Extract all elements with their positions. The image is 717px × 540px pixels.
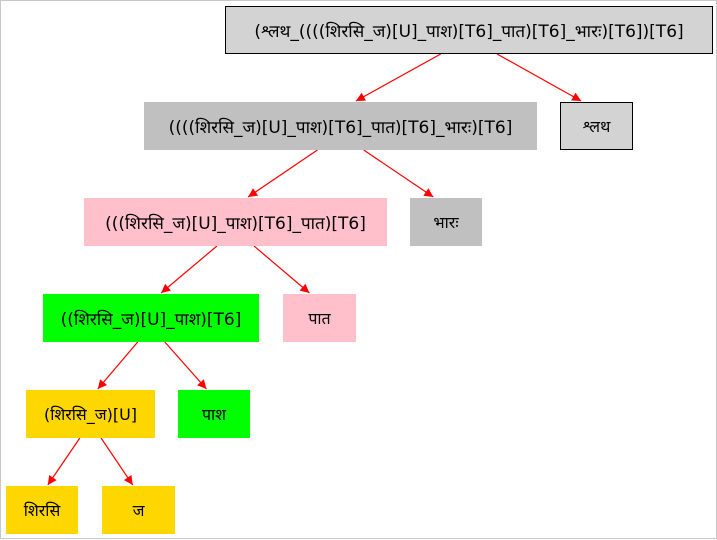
- node-ja: ज: [102, 486, 175, 534]
- node-shlatha: श्लथ: [560, 102, 633, 150]
- edge-l1-to-bhara: [363, 149, 434, 198]
- edge-l4-to-ja: [100, 437, 134, 486]
- node-level1-compound: ((((शिरसि_ज)[U]_पाश)[T6]_पात)[T6]_भारः)[…: [144, 102, 537, 150]
- node-level3-compound: ((शिरसि_ज)[U]_पाश)[T6]: [43, 294, 259, 342]
- edge-l1-to-l2: [247, 149, 318, 198]
- edge-l3-to-l4: [97, 341, 139, 390]
- node-root-compound: (श्लथ_((((शिरसि_ज)[U]_पाश)[T6]_पात)[T6]_…: [225, 6, 713, 54]
- edge-l3-to-pasha: [164, 341, 207, 390]
- node-pata: पात: [283, 294, 356, 342]
- edge-root-to-shla: [496, 53, 582, 102]
- edge-root-to-l1: [355, 53, 442, 102]
- node-level2-compound: (((शिरसि_ज)[U]_पाश)[T6]_पात)[T6]: [84, 198, 387, 246]
- node-pasha: पाश: [178, 390, 250, 438]
- node-bhara: भारः: [410, 198, 482, 246]
- node-level4-compound: (शिरसि_ज)[U]: [26, 390, 155, 438]
- edge-l2-to-pata: [253, 245, 310, 294]
- node-shirasi: शिरसि: [6, 486, 78, 534]
- edge-l2-to-l3: [160, 245, 218, 294]
- edge-l4-to-shira: [47, 437, 81, 486]
